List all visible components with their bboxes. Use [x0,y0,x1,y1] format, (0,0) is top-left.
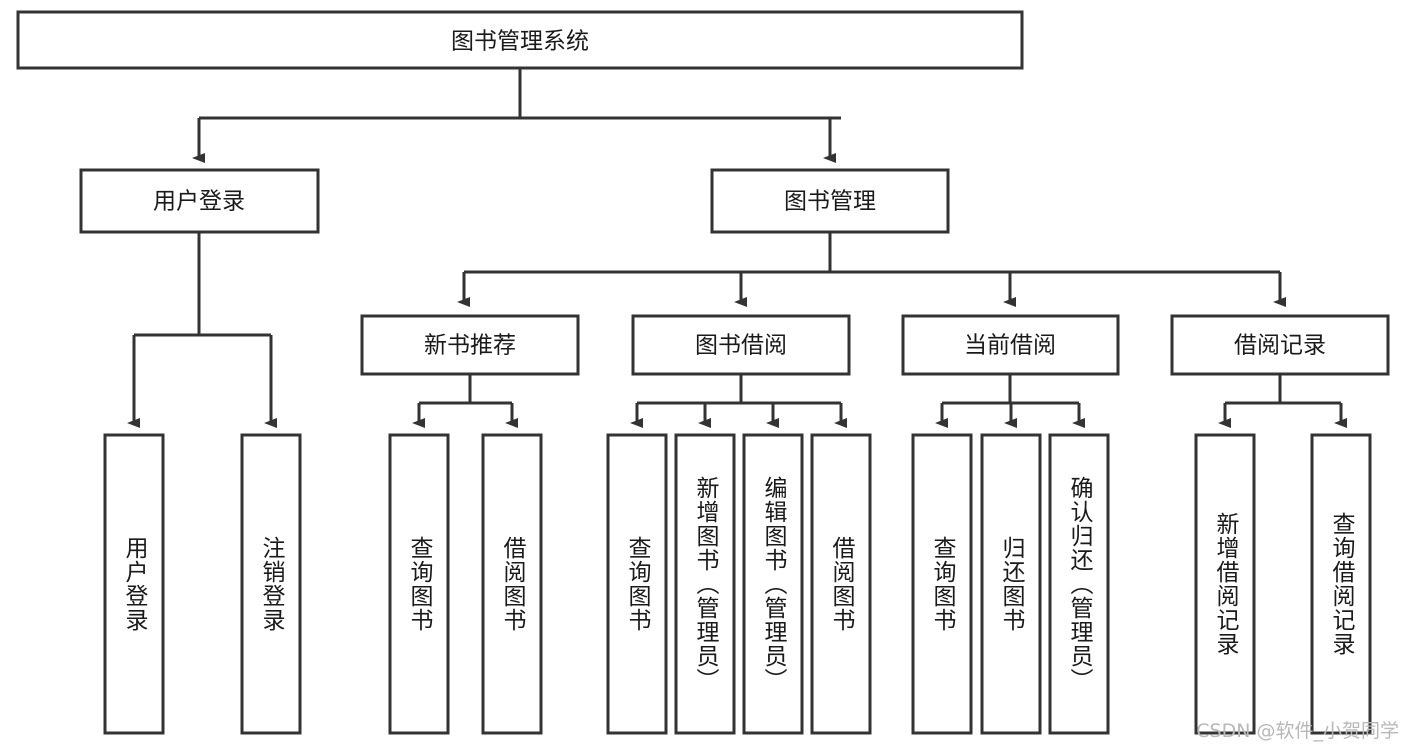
node-leaf-return-book[interactable]: 归还图书 [980,433,1042,735]
node-leaf-logout[interactable]: 注销登录 [240,433,302,735]
node-root[interactable]: 图书管理系统 [16,10,1024,70]
node-borrow-record[interactable]: 借阅记录 [1170,314,1390,376]
edge-bookborrow-to-leaves [630,374,847,428]
node-leaf-edit-book-label: 编辑图书（管理员） [760,476,788,692]
node-leaf-user-login-label: 用户登录 [121,536,149,632]
node-leaf-confirm-return[interactable]: 确认归还（管理员） [1048,433,1110,735]
node-user-login-label: 用户登录 [153,189,245,215]
node-user-login[interactable]: 用户登录 [79,168,320,234]
edge-userlogin-to-leaves [127,232,277,428]
node-new-book-recommend[interactable]: 新书推荐 [360,314,580,376]
node-leaf-logout-label: 注销登录 [258,536,286,632]
node-leaf-borrow-book-2[interactable]: 借阅图书 [810,433,872,735]
node-leaf-add-book-label: 新增图书（管理员） [692,476,720,692]
node-current-borrow[interactable]: 当前借阅 [901,314,1120,376]
node-leaf-query-book-3-label: 查询图书 [929,536,957,632]
node-leaf-return-book-label: 归还图书 [998,536,1026,632]
node-leaf-add-record-label: 新增借阅记录 [1212,512,1240,656]
edge-borrowrecord-to-leaves [1218,374,1347,428]
node-leaf-query-record[interactable]: 查询借阅记录 [1310,433,1372,735]
node-leaf-query-record-label: 查询借阅记录 [1328,512,1356,656]
node-leaf-user-login[interactable]: 用户登录 [103,433,165,735]
node-borrow-record-label: 借阅记录 [1234,333,1326,359]
node-book-borrow-label: 图书借阅 [695,333,787,359]
node-leaf-add-record[interactable]: 新增借阅记录 [1194,433,1256,735]
node-book-manage[interactable]: 图书管理 [710,168,950,234]
edge-bookmanage-to-level3 [457,232,1286,307]
node-book-manage-label: 图书管理 [784,189,876,215]
node-leaf-query-book-2-label: 查询图书 [624,536,652,632]
node-leaf-borrow-book-2-label: 借阅图书 [828,536,856,632]
node-leaf-edit-book[interactable]: 编辑图书（管理员） [742,433,804,735]
node-book-borrow[interactable]: 图书借阅 [631,314,851,376]
node-current-borrow-label: 当前借阅 [964,333,1056,359]
node-leaf-query-book-1-label: 查询图书 [406,536,434,632]
node-leaf-borrow-book-1[interactable]: 借阅图书 [481,433,543,735]
edge-newbook-to-leaves [412,374,518,428]
csdn-watermark: CSDN @软件_小贺同学 [1196,720,1399,742]
node-leaf-query-book-2[interactable]: 查询图书 [606,433,668,735]
node-leaf-confirm-return-label: 确认归还（管理员） [1066,476,1094,692]
node-root-label: 图书管理系统 [451,29,589,55]
node-new-book-recommend-label: 新书推荐 [424,333,516,359]
node-leaf-borrow-book-1-label: 借阅图书 [499,536,527,632]
node-leaf-query-book-1[interactable]: 查询图书 [388,433,450,735]
edge-root-to-level2 [192,68,841,163]
node-leaf-query-book-3[interactable]: 查询图书 [911,433,973,735]
edge-currentborrow-to-leaves [935,374,1085,428]
node-leaf-add-book[interactable]: 新增图书（管理员） [674,433,736,735]
